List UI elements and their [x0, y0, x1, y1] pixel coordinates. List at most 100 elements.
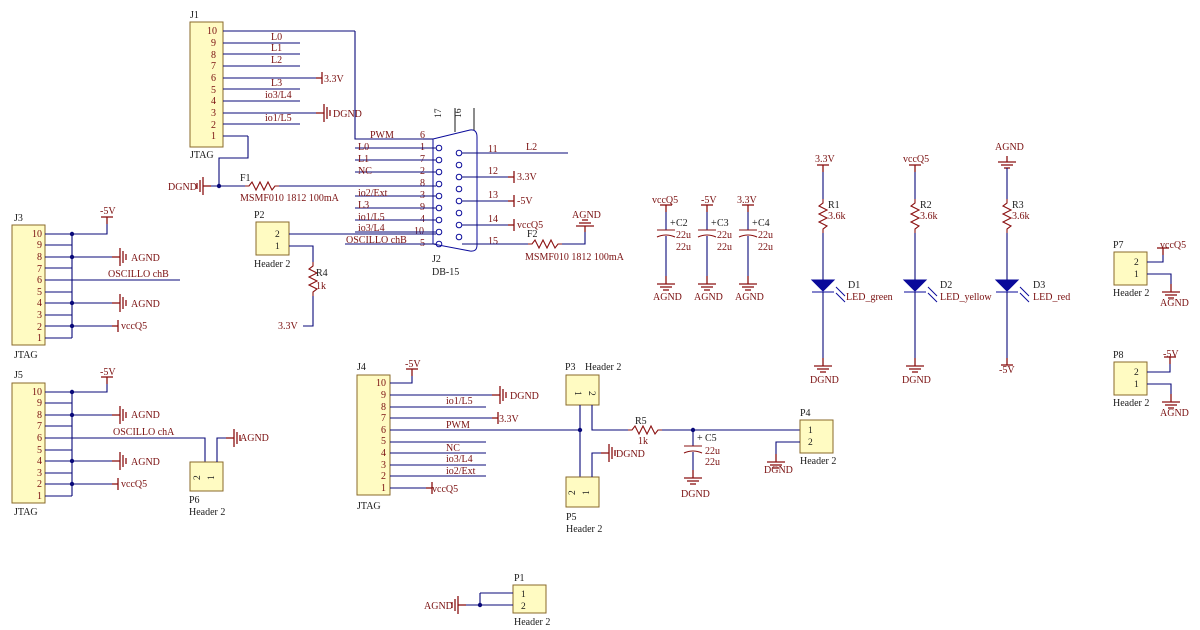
capacitor-c3: -5V + C3 22u 22u AGND	[694, 195, 732, 303]
p2-type: Header 2	[254, 259, 290, 270]
j3-vccq5: vccQ5	[121, 321, 147, 332]
p1-ref: P1	[514, 573, 525, 584]
net-label-l3: L3	[271, 78, 282, 89]
net-agnd-f2: AGND	[572, 210, 601, 221]
j1-connector: J1 JTAG 10 9 8 7 6 5 4 3 2 1 L0 L1 L2 L3…	[189, 10, 423, 189]
c2-value-2: 22u	[676, 242, 691, 253]
svg-text:2: 2	[275, 230, 280, 240]
net-label-l0: L0	[271, 32, 282, 43]
c4-value-1: 22u	[758, 230, 773, 241]
svg-text:1: 1	[521, 590, 526, 600]
j1-pin9: 9	[211, 38, 216, 49]
f2-value: MSMF010 1812 100mA	[525, 252, 625, 263]
j5-type: JTAG	[14, 507, 38, 518]
j2-net-l0: L0	[358, 142, 369, 153]
j4-dgnd: DGND	[510, 391, 539, 402]
c3-ref: C3	[717, 218, 729, 229]
p8-agnd: AGND	[1160, 408, 1189, 419]
capacitor-c5: + C5 22u 22u DGND	[681, 430, 720, 500]
j3-type: JTAG	[14, 350, 38, 361]
p4-ref: P4	[800, 408, 811, 419]
svg-text:1: 1	[1134, 380, 1139, 390]
svg-text:2: 2	[381, 471, 386, 482]
p6-agnd: AGND	[240, 433, 269, 444]
svg-text:8: 8	[37, 410, 42, 421]
svg-text:15: 15	[488, 236, 498, 247]
svg-text:10: 10	[376, 378, 386, 389]
r4-3v3: 3.3V	[278, 321, 299, 332]
c2-agnd: AGND	[653, 292, 682, 303]
f1-value: MSMF010 1812 100mA	[240, 193, 340, 204]
net-3v3-label: 3.3V	[324, 74, 345, 85]
svg-text:7: 7	[37, 421, 42, 432]
svg-text:10: 10	[32, 387, 42, 398]
j1-pin4: 4	[211, 96, 216, 107]
c2-ref: C2	[676, 218, 688, 229]
capacitor-c2: vccQ5 + C2 22u 22u AGND	[652, 195, 691, 303]
j2-net-l3: L3	[358, 200, 369, 211]
j3-agnd-1: AGND	[131, 253, 160, 264]
j1-pin8: 8	[211, 50, 216, 61]
r2-vccq5: vccQ5	[903, 154, 929, 165]
j1-pin5: 5	[211, 85, 216, 96]
svg-text:7: 7	[37, 264, 42, 275]
j1-pin7: 7	[211, 61, 216, 72]
c3-m5v: -5V	[701, 195, 717, 206]
fuse-f1: F1 MSMF010 1812 100mA	[240, 173, 423, 204]
p4-dgnd: DGND	[764, 465, 793, 476]
r5-value: 1k	[638, 436, 648, 447]
svg-text:1: 1	[37, 333, 42, 344]
d1-ref: D1	[848, 280, 860, 291]
j4-net-pwm: PWM	[446, 420, 470, 431]
p8-m5v: -5V	[1163, 349, 1179, 360]
j2-net-osc-b: OSCILLO chB	[346, 235, 407, 246]
j2-net-l2: L2	[526, 142, 537, 153]
p4-header: P4 Header 2 1 2 DGND	[764, 408, 836, 476]
fuse-f2: F2 AGND MSMF010 1812 100mA	[525, 210, 625, 263]
j3-agnd-2: AGND	[131, 299, 160, 310]
svg-text:1: 1	[381, 483, 386, 494]
j2-net-m5v: -5V	[517, 196, 533, 207]
d1-dgnd: DGND	[810, 375, 839, 386]
j4-3v3: 3.3V	[499, 414, 520, 425]
svg-text:1: 1	[808, 426, 813, 436]
svg-text:1: 1	[582, 490, 592, 495]
svg-text:2: 2	[521, 602, 526, 612]
j5-agnd-1: AGND	[131, 410, 160, 421]
j1-type: JTAG	[190, 150, 214, 161]
svg-text:2: 2	[37, 322, 42, 333]
c5-value-2: 22u	[705, 457, 720, 468]
p4-type: Header 2	[800, 456, 836, 467]
p6-header: 2 1 P6 Header 2 AGND	[189, 428, 269, 518]
led-branch-red: AGND R3 3.6k D3 LED_red -5V	[994, 142, 1070, 376]
j2-net-3v3: 3.3V	[517, 172, 538, 183]
svg-text:8: 8	[37, 252, 42, 263]
svg-text:4: 4	[381, 448, 386, 459]
svg-text:1: 1	[207, 475, 217, 480]
p7-type: Header 2	[1113, 288, 1149, 299]
svg-text:5: 5	[37, 287, 42, 298]
p5-type: Header 2	[566, 524, 602, 535]
p1-agnd: AGND	[424, 601, 453, 612]
p5-ref: P5	[566, 512, 577, 523]
j2-type: DB-15	[432, 267, 459, 278]
svg-text:14: 14	[488, 214, 498, 225]
p3-type: Header 2	[585, 362, 621, 373]
net-label-l2: L2	[271, 55, 282, 66]
j4-m5v: -5V	[405, 359, 421, 370]
j4-net-io3-l4: io3/L4	[446, 454, 473, 465]
r1-value: 3.6k	[828, 211, 846, 222]
d2-label: LED_yellow	[940, 292, 992, 303]
r4-ref: R4	[316, 268, 328, 279]
svg-text:1: 1	[572, 391, 582, 396]
svg-text:9: 9	[37, 398, 42, 409]
p5-header: 2 1 P5 Header 2 DGND	[565, 443, 645, 535]
svg-text:4: 4	[37, 456, 42, 467]
j1-pin10: 10	[207, 26, 217, 37]
p2-ref: P2	[254, 210, 265, 221]
c3-value-1: 22u	[717, 230, 732, 241]
svg-text:4: 4	[37, 298, 42, 309]
svg-text:6: 6	[37, 433, 42, 444]
svg-text:3: 3	[381, 460, 386, 471]
d3-ref: D3	[1033, 280, 1045, 291]
